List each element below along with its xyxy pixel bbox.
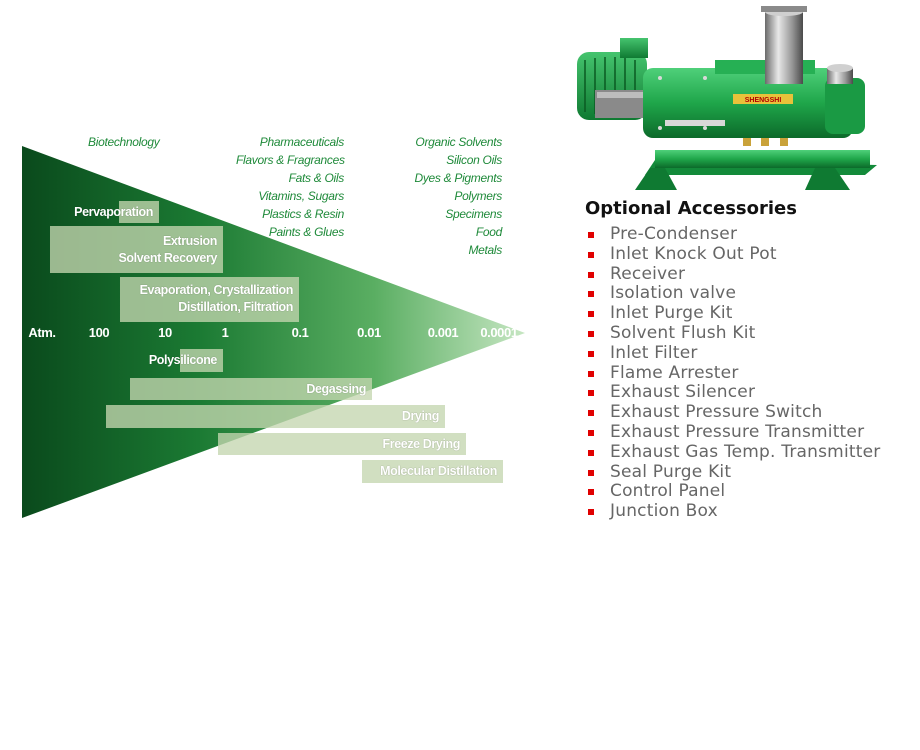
accessory-item: Inlet Filter [585,342,880,364]
accessory-label: Inlet Knock Out Pot [610,243,777,264]
bullet-icon [588,251,594,258]
process-label: Pervaporation [74,205,153,219]
bullet-icon [588,291,594,298]
process-bar-molecular-distillation: Molecular Distillation [362,460,503,483]
process-label: Solvent Recovery [118,251,217,265]
accessory-label: Control Panel [610,481,726,502]
process-bar-extrusion: Extrusion Solvent Recovery [50,226,223,273]
bullet-icon [588,429,594,436]
bullet-icon [588,311,594,318]
bullet-icon [588,410,594,417]
industry-item: Pharmaceuticals [259,135,345,149]
process-bar-freeze-drying: Freeze Drying [218,433,466,455]
industry-item: Food [475,225,502,239]
axis-tick: 0.0001 [480,325,518,340]
accessory-label: Pre-Condenser [610,224,738,244]
industry-item: Silicon Oils [446,153,502,167]
vacuum-pump-image: SHENGSHI [577,6,877,190]
bullet-icon [588,350,594,357]
accessory-label: Inlet Filter [610,342,698,363]
process-label: Degassing [306,382,366,396]
industry-item: Polymers [454,189,502,203]
process-bar-polysilicone: Polysilicone [149,349,223,372]
bullet-icon [588,469,594,476]
axis-tick: 0.01 [357,325,381,340]
process-bar-pervaporation: Pervaporation [74,201,159,223]
accessory-label: Flame Arrester [610,362,739,383]
industries-column-2: Pharmaceuticals Flavors & Fragrances Fat… [236,133,345,241]
accessory-label: Exhaust Pressure Transmitter [610,421,865,442]
bullet-icon [588,330,594,337]
accessory-item: Exhaust Pressure Switch [585,402,880,423]
accessory-label: Exhaust Silencer [610,382,756,403]
industry-item: Dyes & Pigments [414,171,502,185]
accessory-label: Junction Box [610,501,718,522]
accessory-item: Control Panel [585,481,880,502]
process-bar-drying: Drying [106,405,445,428]
accessory-label: Inlet Purge Kit [610,303,733,324]
industry-item: Biotechnology [88,135,160,149]
axis-tick: 1 [221,325,229,340]
process-label: Extrusion [162,234,217,248]
pump-name-plate: SHENGSHI [745,97,782,104]
process-label: Freeze Drying [382,437,461,451]
axis-tick: 0.001 [427,325,459,340]
axis-label-atm: Atm. [28,325,56,340]
accessory-label: Solvent Flush Kit [610,322,756,343]
accessory-label: Exhaust Pressure Switch [610,402,823,423]
axis-tick: 100 [88,325,110,340]
process-label: Distillation, Filtration [178,300,293,314]
process-label: Evaporation, Crystallization [139,283,294,297]
bullet-icon [588,509,594,516]
process-bar-degassing: Degassing [130,378,372,400]
bullet-icon [588,370,594,377]
accessory-item: Pre-Condenser [585,224,880,245]
accessory-item: Inlet Purge Kit [585,303,880,324]
accessory-item: Flame Arrester [585,362,880,384]
accessory-item: Exhaust Pressure Transmitter [585,421,880,443]
accessory-label: Exhaust Gas Temp. Transmitter [610,441,881,462]
industries-column-3: Organic Solvents Silicon Oils Dyes & Pig… [398,133,502,259]
industry-item: Fats & Oils [288,171,345,185]
bullet-icon [588,232,594,238]
industry-item: Metals [468,243,502,257]
bullet-icon [588,449,594,456]
accessory-item: Seal Purge Kit [585,461,880,483]
bullet-icon [588,271,594,278]
accessory-item: Exhaust Silencer [585,382,880,403]
accessories-title: Optional Accessories [585,198,797,219]
accessory-label: Seal Purge Kit [610,461,732,482]
industry-item: Plastics & Resin [262,207,344,221]
axis-tick: 10 [158,325,172,340]
accessory-item: Receiver [585,263,880,285]
process-bar-evaporation: Evaporation, Crystallization Distillatio… [120,277,299,322]
accessory-item: Exhaust Gas Temp. Transmitter [585,441,881,463]
process-label: Drying [401,409,440,423]
accessory-item: Solvent Flush Kit [585,322,880,344]
industry-item: Flavors & Fragrances [236,153,345,167]
accessories-list: Pre-Condenser Inlet Knock Out Pot Receiv… [585,224,881,522]
bullet-icon [588,390,594,397]
industry-item: Organic Solvents [415,135,502,149]
industry-item: Vitamins, Sugars [258,189,344,203]
accessory-item: Inlet Knock Out Pot [585,243,880,265]
bullet-icon [588,489,594,496]
accessory-label: Receiver [610,263,686,284]
accessory-item: Junction Box [585,501,880,522]
accessory-label: Isolation valve [610,283,737,304]
industry-item: Paints & Glues [268,225,344,239]
industry-item: Specimens [445,207,502,221]
accessory-item: Isolation valve [585,283,880,304]
process-label: Polysilicone [148,353,218,367]
axis-tick: 0.1 [291,325,309,340]
industries-column-1: Biotechnology [88,133,160,151]
process-label: Molecular Distillation [380,464,497,478]
